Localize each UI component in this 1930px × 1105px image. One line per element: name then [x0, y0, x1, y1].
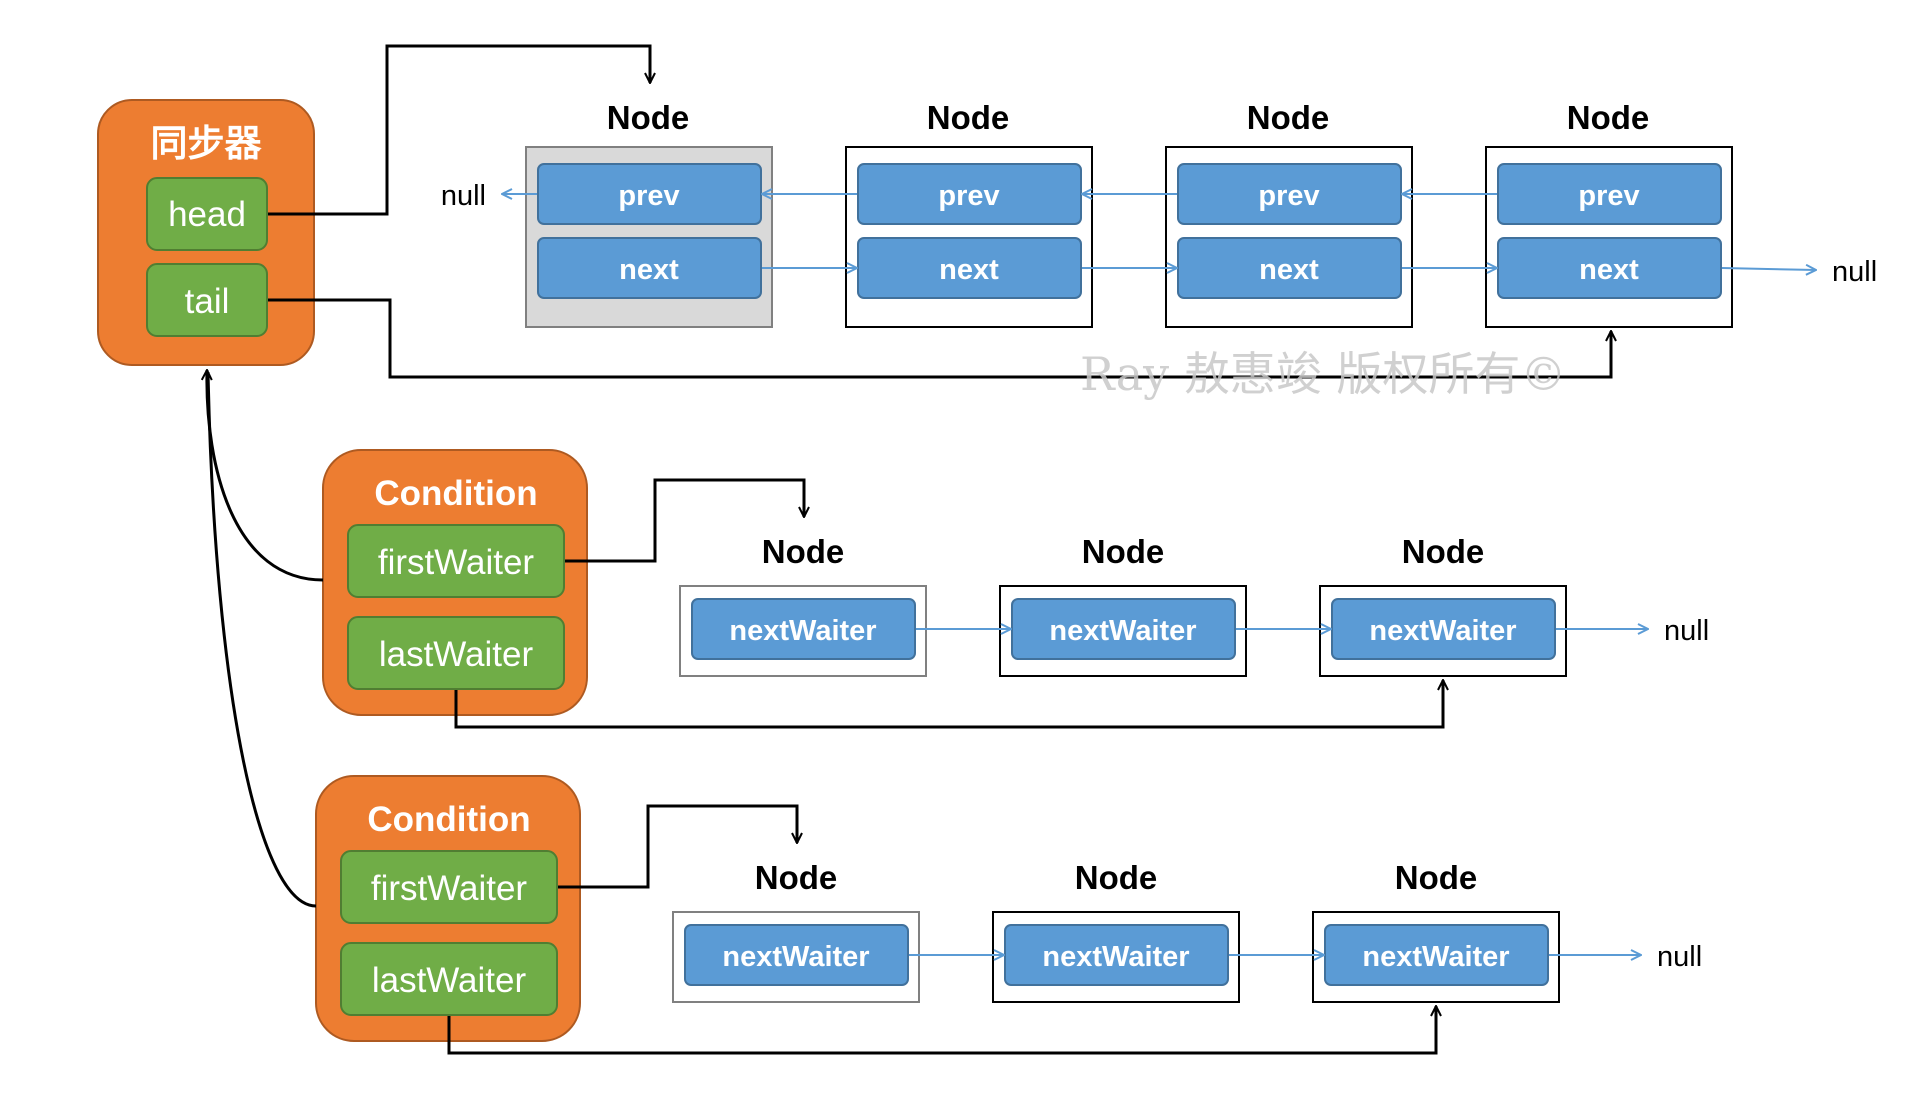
- condition-1-node-1-title: Node: [762, 533, 845, 570]
- condition-2-node-1-title: Node: [755, 859, 838, 896]
- condition-2-to-sync-curve: [206, 371, 317, 908]
- tail-field-label: tail: [185, 282, 230, 321]
- condition-1-title: Condition: [374, 474, 537, 513]
- sync-node-4-prev-label: prev: [1578, 180, 1639, 212]
- condition-1-node-1-cell: [691, 598, 916, 660]
- condition-1-node-2-cell: [1011, 598, 1236, 660]
- sync-node-2-next-label: next: [939, 254, 999, 286]
- sync-node-1-prev-label: prev: [618, 180, 679, 212]
- condition-2-title: Condition: [367, 800, 530, 839]
- condition-1-first-field-box: [347, 524, 565, 598]
- condition-2-null: null: [1657, 941, 1702, 973]
- condition-2-node-3-title: Node: [1395, 859, 1478, 896]
- condition-1-last-field-label: lastWaiter: [379, 635, 534, 674]
- condition-1-node-1-label: nextWaiter: [729, 615, 876, 647]
- tail-pointer-line: [268, 298, 1611, 379]
- condition-1-node-2-label: nextWaiter: [1049, 615, 1196, 647]
- condition-2-first-field-box: [340, 850, 558, 924]
- condition-2-node-2-label: nextWaiter: [1042, 941, 1189, 973]
- condition-1-last-field-box: [347, 616, 565, 690]
- copyright-watermark: Ray 敖惠竣 版权所有©: [1080, 347, 1566, 401]
- synchronizer-title: 同步器: [151, 122, 263, 165]
- condition-1-first-field-label: firstWaiter: [378, 543, 535, 582]
- sync-node-3-next-label: next: [1259, 254, 1319, 286]
- sync-node-1: Node prev next: [525, 99, 773, 328]
- condition-1-node-2: Node nextWaiter: [999, 533, 1247, 677]
- condition-2-node-1: Node nextWaiter: [672, 859, 920, 1003]
- condition-2: Condition firstWaiter lastWaiter Node ne…: [315, 775, 1702, 1055]
- sync-node-2-next-cell: [857, 237, 1082, 299]
- sync-node-1-next-cell: [537, 237, 762, 299]
- head-pointer-line: [268, 44, 650, 216]
- condition-1-first-pointer-line: [565, 478, 804, 563]
- condition-1-node-3: Node nextWaiter: [1319, 533, 1567, 677]
- condition-2-node-2: Node nextWaiter: [992, 859, 1240, 1003]
- sync-node-2-title: Node: [927, 99, 1010, 136]
- head-field-box: [146, 177, 268, 251]
- condition-2-last-field-box: [340, 942, 558, 1016]
- condition-1-node-1: Node nextWaiter: [679, 533, 927, 677]
- condition-2-node-3-label: nextWaiter: [1362, 941, 1509, 973]
- sync-node-4-title: Node: [1567, 99, 1650, 136]
- condition-1: Condition firstWaiter lastWaiter Node ne…: [322, 449, 1709, 729]
- condition-1-null: null: [1664, 615, 1709, 647]
- sync-queue: Node prev next Node prev next Node prev …: [441, 99, 1877, 328]
- sync-node-1-next-label: next: [619, 254, 679, 286]
- synchronizer: 同步器 head tail: [97, 99, 315, 366]
- sync-node-4-next-cell: [1497, 237, 1722, 299]
- tail-field-box: [146, 263, 268, 337]
- condition-1-node-2-title: Node: [1082, 533, 1165, 570]
- condition-2-node-3-cell: [1324, 924, 1549, 986]
- sync-node-3: Node prev next: [1165, 99, 1413, 328]
- sync-node-4-next-label: next: [1579, 254, 1639, 286]
- sync-node-3-next-cell: [1177, 237, 1402, 299]
- sync-node-2: Node prev next: [845, 99, 1093, 328]
- sync-null-left: null: [441, 180, 486, 212]
- sync-node-1-title: Node: [607, 99, 690, 136]
- condition-2-node-3: Node nextWaiter: [1312, 859, 1560, 1003]
- condition-1-to-sync-curve: [207, 370, 324, 582]
- condition-2-first-pointer-line: [558, 804, 797, 889]
- sync-null-right: null: [1832, 256, 1877, 288]
- condition-1-node-3-title: Node: [1402, 533, 1485, 570]
- condition-2-last-pointer-line: [447, 1006, 1436, 1055]
- condition-1-node-3-cell: [1331, 598, 1556, 660]
- condition-1-node-3-label: nextWaiter: [1369, 615, 1516, 647]
- head-field-label: head: [168, 195, 246, 234]
- condition-2-node-2-cell: [1004, 924, 1229, 986]
- sync-node-3-title: Node: [1247, 99, 1330, 136]
- sync-node-4-prev-cell: [1497, 163, 1722, 225]
- sync-node-2-prev-label: prev: [938, 180, 999, 212]
- condition-2-first-field-label: firstWaiter: [371, 869, 528, 908]
- sync-node-3-prev-label: prev: [1258, 180, 1319, 212]
- condition-2-node-2-title: Node: [1075, 859, 1158, 896]
- condition-2-node-1-label: nextWaiter: [722, 941, 869, 973]
- condition-2-last-field-label: lastWaiter: [372, 961, 527, 1000]
- condition-1-last-pointer-line: [454, 680, 1443, 729]
- condition-2-node-1-cell: [684, 924, 909, 986]
- next-arrow-null: [1721, 268, 1816, 270]
- sync-node-4: Node prev next: [1485, 99, 1733, 328]
